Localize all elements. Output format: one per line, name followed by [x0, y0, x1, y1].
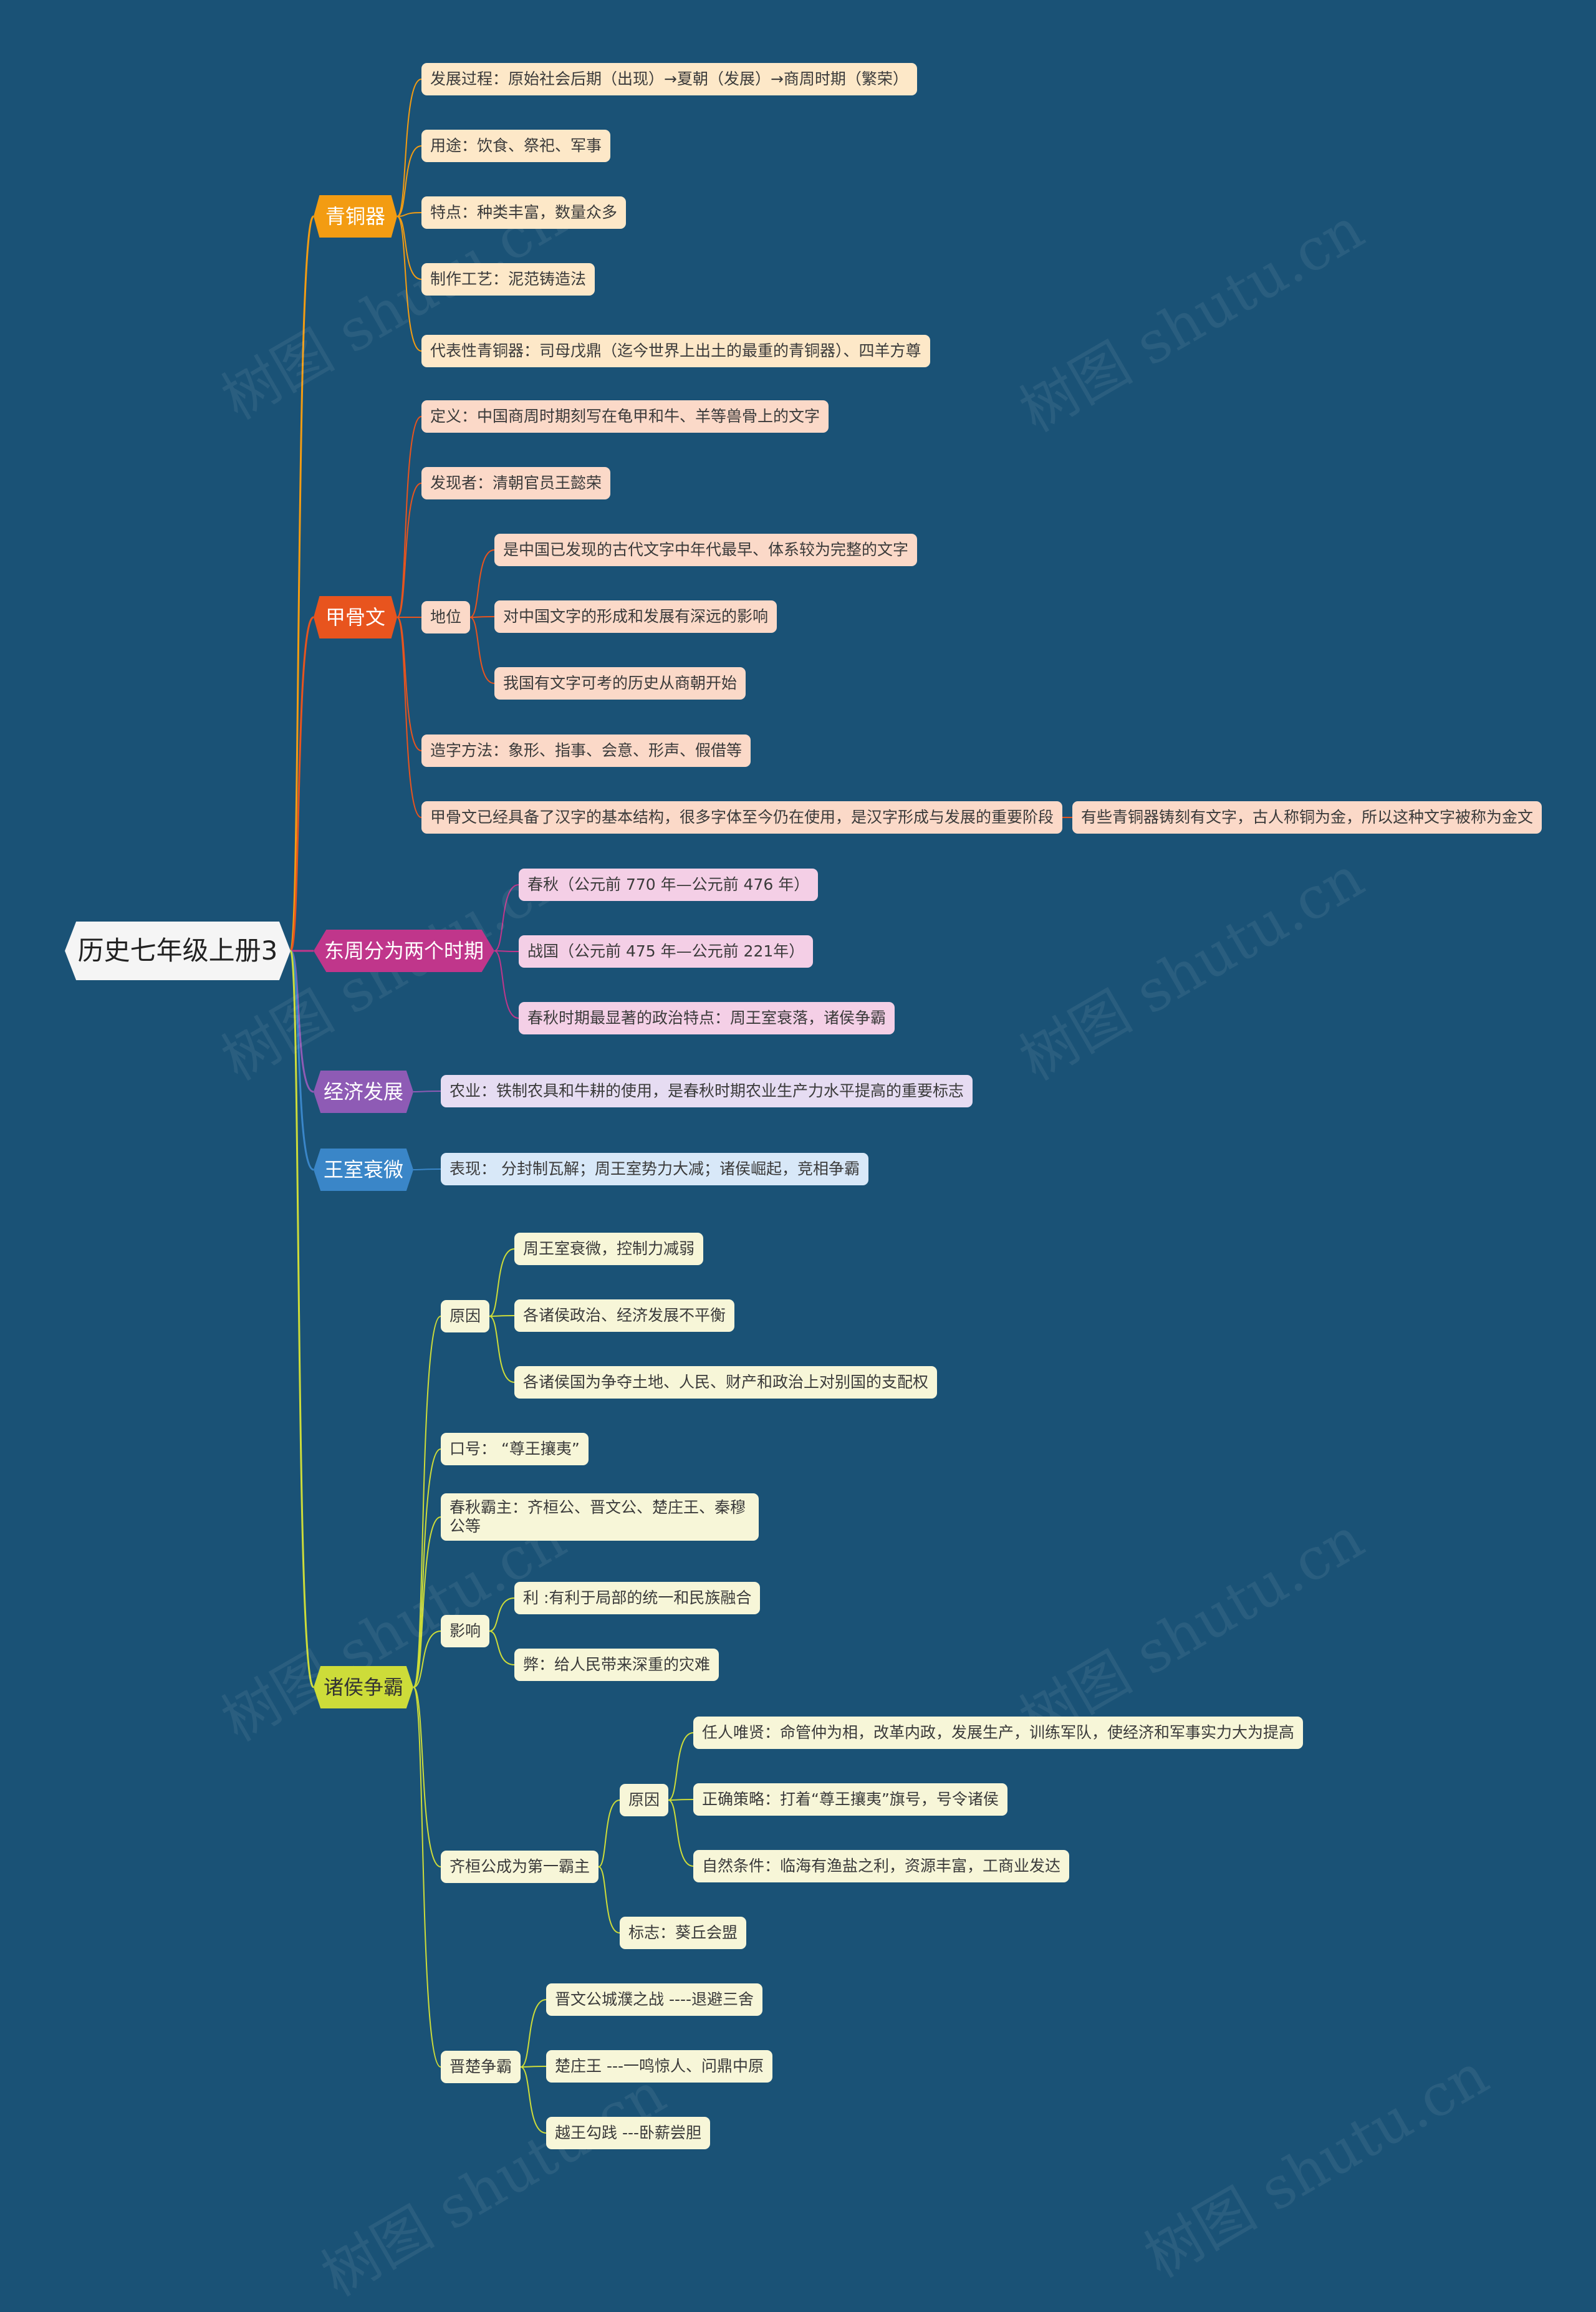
- lords-impact-item[interactable]: 利 :有利于局部的统一和民族融合: [514, 1582, 761, 1614]
- branch-royal-decline[interactable]: 王室衰微: [314, 1149, 413, 1191]
- lords-cause[interactable]: 原因: [441, 1300, 490, 1332]
- bronze-item[interactable]: 用途：饮食、祭祀、军事: [421, 130, 611, 162]
- lords-jin-chu-item[interactable]: 越王勾践 ---卧薪尝胆: [546, 2117, 711, 2149]
- bronze-item[interactable]: 发展过程：原始社会后期（出现）→夏朝（发展）→商周时期（繁荣）: [421, 63, 917, 95]
- connector-line: [289, 950, 315, 1688]
- lords-slogan[interactable]: 口号： “尊王攘夷”: [441, 1433, 589, 1465]
- connector-line: [668, 1799, 694, 1867]
- connector-line: [397, 216, 422, 280]
- lords-qi-cause[interactable]: 原因: [620, 1784, 669, 1816]
- oracle-status-item[interactable]: 是中国已发现的古代文字中年代最早、体系较为完整的文字: [494, 534, 918, 566]
- oracle-bronze-script[interactable]: 有些青铜器铸刻有文字，古人称铜为金，所以这种文字被称为金文: [1072, 801, 1542, 834]
- lords-cause-item[interactable]: 各诸侯国为争夺土地、人民、财产和政治上对别国的支配权: [514, 1366, 938, 1399]
- oracle-status-item[interactable]: 对中国文字的形成和发展有深远的影响: [494, 600, 777, 633]
- connector-line: [489, 1316, 515, 1383]
- lords-hegemons[interactable]: 春秋霸主：齐桓公、晋文公、楚庄王、秦穆公等: [441, 1493, 759, 1541]
- connector-line: [397, 212, 422, 217]
- oracle-discoverer[interactable]: 发现者：清朝官员王懿荣: [421, 467, 611, 499]
- branch-economy[interactable]: 经济发展: [314, 1071, 413, 1113]
- lords-cause-item[interactable]: 各诸侯政治、经济发展不平衡: [514, 1299, 735, 1332]
- connector-line: [598, 1799, 620, 1867]
- connector-line: [494, 950, 519, 1019]
- branch-oracle-bone[interactable]: 甲骨文: [314, 596, 397, 638]
- oracle-method[interactable]: 造字方法：象形、指事、会意、形声、假借等: [421, 735, 751, 767]
- lords-qi-cause-item[interactable]: 任人唯贤：命管仲为相，改革内政，发展生产，训练军队，使经济和军事实力大为提高: [693, 1717, 1304, 1749]
- lords-impact[interactable]: 影响: [441, 1615, 490, 1647]
- connector-line: [413, 1516, 441, 1688]
- connector-line: [397, 416, 422, 618]
- lords-qi-cause-item[interactable]: 自然条件：临海有渔盐之利，资源丰富，工商业发达: [693, 1850, 1070, 1882]
- connector-line: [668, 1732, 694, 1801]
- connector-line: [289, 950, 314, 1171]
- oracle-structure[interactable]: 甲骨文已经具备了汉字的基本结构，很多字体至今仍在使用，是汉字形成与发展的重要阶段: [421, 801, 1063, 834]
- zhou-feature[interactable]: 春秋时期最显著的政治特点：周王室衰落，诸侯争霸: [519, 1002, 895, 1034]
- branch-bronze[interactable]: 青铜器: [314, 195, 397, 238]
- connector-line: [598, 1866, 620, 1934]
- bronze-item[interactable]: 特点：种类丰富，数量众多: [421, 196, 627, 229]
- royal-item[interactable]: 表现： 分封制瓦解；周王室势力大减；诸侯崛起，竞相争霸: [441, 1153, 868, 1185]
- lords-jin-chu-item[interactable]: 楚庄王 ---一鸣惊人、问鼎中原: [546, 2050, 773, 2083]
- lords-jin-chu[interactable]: 晋楚争霸: [441, 2051, 521, 2083]
- connector-line: [489, 1597, 515, 1632]
- lords-jin-chu-item[interactable]: 晋文公城濮之战 ----退避三舍: [546, 1983, 763, 2016]
- branch-eastern-zhou[interactable]: 东周分为两个时期: [314, 930, 494, 972]
- bronze-item[interactable]: 代表性青铜器：司母戊鼎（迄今世界上出土的最重的青铜器）、四羊方尊: [421, 335, 930, 367]
- connector-line: [289, 215, 315, 952]
- connector-line: [413, 1448, 441, 1688]
- connector-line: [413, 1091, 441, 1092]
- oracle-status-item[interactable]: 我国有文字可考的历史从商朝开始: [494, 667, 746, 700]
- connector-line: [397, 79, 422, 217]
- zhou-period[interactable]: 战国（公元前 475 年—公元前 221年）: [519, 935, 814, 968]
- connector-line: [397, 216, 422, 352]
- connector-line: [289, 616, 314, 952]
- root-topic[interactable]: 历史七年级上册3: [65, 922, 291, 980]
- connector-lines: [289, 79, 1072, 2134]
- connector-line: [520, 2066, 547, 2134]
- bronze-item[interactable]: 制作工艺：泥范铸造法: [421, 263, 595, 296]
- connector-line: [489, 1248, 515, 1317]
- oracle-definition[interactable]: 定义：中国商周时期刻写在龟甲和牛、羊等兽骨上的文字: [421, 400, 829, 433]
- mindmap-canvas: 树图 shutu.cn 树图 shutu.cn 树图 shutu.cn 树图 s…: [65, 63, 1542, 2310]
- lords-qi-cause-item[interactable]: 正确策略：打着“尊王攘夷”旗号，号令诸侯: [693, 1783, 1007, 1816]
- oracle-status[interactable]: 地位: [421, 601, 471, 633]
- lords-cause-item[interactable]: 周王室衰微，控制力减弱: [514, 1233, 704, 1265]
- connector-line: [668, 1799, 694, 1801]
- connector-line: [520, 1999, 547, 2068]
- lords-impact-item[interactable]: 弊：给人民带来深重的灾难: [514, 1649, 719, 1681]
- lords-qi-sign[interactable]: 标志：葵丘会盟: [620, 1917, 747, 1949]
- connector-line: [413, 1316, 441, 1688]
- zhou-period[interactable]: 春秋（公元前 770 年—公元前 476 年）: [519, 869, 819, 901]
- connector-line: [413, 1168, 441, 1170]
- connector-line: [413, 1687, 441, 1867]
- connector-line: [489, 1630, 515, 1665]
- connector-line: [469, 549, 495, 618]
- lords-qi-first-hegemon[interactable]: 齐桓公成为第一霸主: [441, 1851, 599, 1883]
- connector-line: [413, 1687, 441, 2068]
- connector-line: [397, 617, 422, 751]
- connector-line: [494, 884, 519, 951]
- connector-line: [520, 2066, 547, 2068]
- connector-line: [397, 145, 422, 217]
- connector-line: [397, 617, 422, 818]
- connector-line: [469, 617, 495, 684]
- economy-item[interactable]: 农业：铁制农具和牛耕的使用，是春秋时期农业生产力水平提高的重要标志: [441, 1075, 973, 1107]
- branch-lords-hegemony[interactable]: 诸侯争霸: [314, 1666, 413, 1708]
- connector-line: [397, 483, 422, 618]
- connector-line: [413, 1630, 441, 1688]
